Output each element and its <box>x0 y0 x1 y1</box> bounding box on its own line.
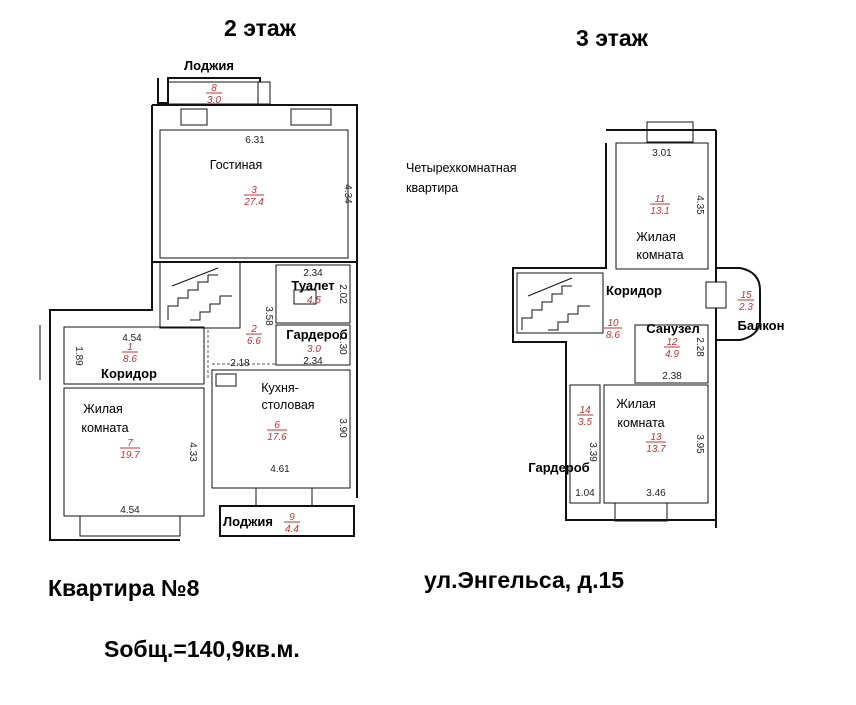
room13-area: 13.7 <box>646 444 666 455</box>
dim-toilet-width: 2.34 <box>303 268 323 279</box>
headings: 2 этаж 3 этаж Четырехкомнатная квартира … <box>48 15 649 662</box>
apartment-heading: Квартира №8 <box>48 575 200 601</box>
label-corridor3: Коридор <box>606 283 662 298</box>
label-wardrobe: Гардероб <box>286 327 347 342</box>
label-loggia-top: Лоджия <box>184 58 234 73</box>
label-loggia-bottom: Лоджия <box>223 514 273 529</box>
wardrobe3-area: 3.5 <box>578 417 592 428</box>
dimensions-floor3: 3.01 4.35 2.28 2.38 3.39 1.04 3.95 3.46 <box>575 148 705 499</box>
corridor3-number: 10 <box>607 318 619 329</box>
dim-hall-width: 2.18 <box>230 358 250 369</box>
area-heading: Sобщ.=140,9кв.м. <box>104 636 300 662</box>
loggia-bottom-area: 4.4 <box>285 524 299 535</box>
loggia-top-number: 8 <box>211 83 217 94</box>
room13-number: 13 <box>650 432 662 443</box>
label-room11-2: комната <box>636 248 683 262</box>
wardrobe-area: 3.0 <box>307 344 321 355</box>
corridor3-area: 8.6 <box>606 330 620 341</box>
hall-number: 2 <box>250 324 257 335</box>
loggia-top-area: 3.0 <box>207 95 221 106</box>
dim-living-height: 4.34 <box>342 184 353 204</box>
living-area: 27.4 <box>243 197 264 208</box>
room-labels-floor3: Жилая комната Коридор Балкон Санузел Жил… <box>528 230 784 475</box>
label-toilet: Туалет <box>291 278 334 293</box>
bedroom-area: 19.7 <box>120 450 140 461</box>
dim-bedroom-height: 4.33 <box>187 442 198 462</box>
dim-room11-height: 4.35 <box>694 195 705 215</box>
description-line2: квартира <box>406 181 458 195</box>
dim-kitchen-width: 4.61 <box>270 464 290 475</box>
description-line1: Четырехкомнатная <box>406 161 517 175</box>
balcony-number: 15 <box>740 290 752 301</box>
dim-wardrobe-width: 2.34 <box>303 356 323 367</box>
label-room13-2: комната <box>617 416 664 430</box>
dim-bedroom-width: 4.54 <box>120 505 140 516</box>
floor2-heading: 2 этаж <box>224 15 297 41</box>
label-kitchen-1: Кухня- <box>261 381 299 395</box>
room-numbers-floor3: 11 13.1 10 8.6 15 2.3 12 4.9 14 3.5 13 1… <box>577 194 754 455</box>
hall-area: 6.6 <box>247 336 261 347</box>
loggia-bottom-number: 9 <box>289 512 295 523</box>
address-heading: ул.Энгельса, д.15 <box>424 567 624 593</box>
toilet-area: 4.5 <box>307 295 321 306</box>
dim-wardrobe3-width: 1.04 <box>575 488 595 499</box>
dim-wardrobe3-height: 3.39 <box>587 442 598 462</box>
bedroom-number: 7 <box>127 438 133 449</box>
dim-corridor-height: 1.89 <box>73 346 84 366</box>
dim-kitchen-height: 3.90 <box>337 418 348 438</box>
kitchen-area: 17.6 <box>267 432 287 443</box>
label-bedroom-2: комната <box>81 421 128 435</box>
kitchen-number: 6 <box>274 420 280 431</box>
room11-area: 13.1 <box>650 206 669 217</box>
balcony-area: 2.3 <box>738 302 753 313</box>
dim-hall-height: 3.58 <box>263 306 274 326</box>
stairs-floor2 <box>167 267 232 321</box>
corridor-number: 1 <box>127 342 133 353</box>
wardrobe3-number: 14 <box>579 405 591 416</box>
dim-room13-width: 3.46 <box>646 488 666 499</box>
floor2-walls <box>39 77 358 541</box>
dim-wardrobe-height: 1.30 <box>337 335 348 355</box>
label-balcony: Балкон <box>738 318 785 333</box>
floor3-heading: 3 этаж <box>576 25 649 51</box>
label-wardrobe3: Гардероб <box>528 460 589 475</box>
label-corridor: Коридор <box>101 366 157 381</box>
label-room11-1: Жилая <box>636 230 676 244</box>
bath-number: 12 <box>666 337 678 348</box>
dim-toilet-height: 2.02 <box>337 284 348 304</box>
dim-bath-height: 2.28 <box>694 337 705 357</box>
dimensions-floor2: 6.31 4.34 2.34 2.02 3.58 2.34 1.30 2.18 … <box>73 135 353 516</box>
dim-room13-height: 3.95 <box>694 434 705 454</box>
room-numbers-floor2: 8 3.0 3 27.4 4.5 3.0 2 6.6 1 8.6 6 17.6 … <box>120 83 321 535</box>
dim-corridor-width: 4.54 <box>122 333 142 344</box>
dim-living-width: 6.31 <box>245 135 265 146</box>
label-room13-1: Жилая <box>616 397 656 411</box>
room-labels-floor2: Лоджия Гостиная Туалет Гардероб Коридор … <box>81 58 347 529</box>
label-kitchen-2: столовая <box>261 398 314 412</box>
stairs-floor3 <box>521 277 590 331</box>
room11-number: 11 <box>655 194 665 205</box>
floor3-walls <box>512 121 761 528</box>
dim-bath-width: 2.38 <box>662 371 682 382</box>
living-number: 3 <box>251 185 257 196</box>
dim-room11-width: 3.01 <box>652 148 672 159</box>
corridor-area: 8.6 <box>123 354 137 365</box>
label-bath: Санузел <box>646 321 699 336</box>
label-bedroom-1: Жилая <box>83 402 123 416</box>
label-living: Гостиная <box>210 158 262 172</box>
bath-area: 4.9 <box>665 349 679 360</box>
